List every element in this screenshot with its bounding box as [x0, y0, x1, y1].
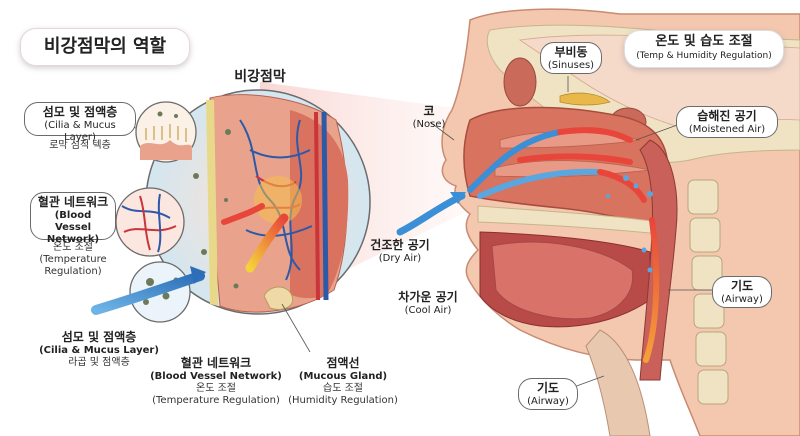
- trachea: [585, 329, 651, 436]
- airway-bottom-ko: 기도: [536, 381, 560, 395]
- mucous-gland-shape: [263, 286, 294, 310]
- cilia-detail-circle: [135, 101, 197, 163]
- blood-bottom-sub1: 온도 조절: [196, 383, 236, 394]
- mucous-gland-label: 점액선 (Mucous Gland) 습도 조절 (Humidity Regul…: [288, 356, 398, 407]
- droplets: [606, 175, 653, 273]
- blood-left-en1: (Blood Vessel: [54, 210, 92, 233]
- cool-air-arrowhead: [190, 266, 206, 284]
- temp-humidity-badge: 온도 및 습도 조절 (Temp & Humidity Regulation): [624, 30, 784, 68]
- nose-ko: 코: [423, 104, 435, 118]
- cilia-top-label: 섬모 및 점액층 (Cilia & Mucus Layer): [24, 102, 136, 143]
- warm-flow-2: [597, 169, 647, 203]
- nose-en: (Nose): [412, 119, 446, 130]
- blood-vessel-bottom-label: 혈관 네트워크 (Blood Vessel Network) 온도 조절 (Te…: [150, 356, 282, 407]
- airway-flow: [643, 217, 660, 363]
- cilia-top-sub-text: 로막 섬적 텍층: [49, 140, 111, 151]
- blood-bottom-ko: 혈관 네트워크: [180, 356, 252, 370]
- cilia-bottom-sub: 라곱 및 점액층: [68, 357, 130, 368]
- moistened-ko: 습해진 공기: [697, 109, 757, 123]
- cool-flow-2: [477, 168, 603, 199]
- dry-air-ko: 건조한 공기: [370, 238, 430, 252]
- cilia-bottom-ko: 섬모 및 점액층: [61, 330, 137, 344]
- mucous-gland-sub1: 습도 조절: [323, 383, 363, 394]
- cilia-top-sub: 로막 섬적 텍층: [24, 140, 136, 152]
- blood-left-sub: 온도 조절 (Temperature Regulation): [14, 242, 132, 278]
- blood-bottom-en: (Blood Vessel Network): [150, 371, 282, 382]
- deep-tissue: [290, 110, 349, 299]
- blood-left-ko: 혈관 네트워크: [37, 195, 109, 209]
- blood-bottom-sub2: (Temperature Regulation): [152, 395, 280, 406]
- head-section: [441, 8, 800, 436]
- sinus-yellow: [559, 92, 611, 106]
- spine: [687, 179, 729, 405]
- sinuses-ko: 부비동: [554, 45, 588, 59]
- cool-air-label: 차가운 공기 (Cool Air): [388, 290, 468, 317]
- warm-flow-3: [517, 153, 633, 165]
- turbinate-1: [499, 131, 641, 149]
- warm-glow: [254, 176, 302, 224]
- blood-left-sub2: (Temperature Regulation): [39, 254, 107, 277]
- mucous-gland-ko: 점액선: [326, 356, 360, 370]
- airway-bottom-label: 기도 (Airway): [518, 378, 578, 410]
- nose-label: 코 (Nose): [404, 104, 454, 131]
- airway-right-en: (Airway): [721, 294, 763, 305]
- mucous-gland-sub2: (Humidity Regulation): [288, 395, 398, 406]
- mucous-gland-en: (Mucous Gland): [298, 371, 388, 382]
- moistened-air-label: 습해진 공기 (Moistened Air): [676, 106, 778, 138]
- cool-air-en: (Cool Air): [404, 305, 452, 316]
- warm-arrow: [245, 213, 289, 273]
- airway-bottom-en: (Airway): [527, 396, 569, 407]
- temp-humidity-ko: 온도 및 습도 조절: [655, 34, 753, 49]
- cilia-layer: [206, 100, 218, 306]
- cilia-bottom-label: 섬모 및 점액층 (Cilia & Mucus Layer) 라곱 및 점액층: [34, 330, 164, 369]
- sinuses-en: (Sinuses): [547, 60, 595, 71]
- blood-left-en2: Network): [46, 234, 100, 245]
- heat-arrow: [221, 203, 265, 225]
- dry-air-label: 건조한 공기 (Dry Air): [360, 238, 440, 265]
- cilia-top-ko: 섬모 및 점액층: [42, 105, 118, 119]
- sinuses-label: 부비동 (Sinuses): [540, 42, 602, 74]
- airway-right-ko: 기도: [730, 279, 754, 293]
- airway-right-label: 기도 (Airway): [712, 276, 772, 308]
- magnified-mucosa: [145, 89, 371, 315]
- page-title: 비강점막의 역할: [20, 28, 190, 66]
- vessel-detail-circle: [115, 187, 185, 257]
- dry-air-en: (Dry Air): [378, 253, 422, 264]
- nasal-airflow: [467, 127, 660, 363]
- blood-vessel-left-label: 혈관 네트워크 (Blood Vessel Network): [30, 192, 116, 245]
- temp-humidity-en: (Temp & Humidity Regulation): [636, 51, 772, 61]
- moistened-en: (Moistened Air): [688, 124, 766, 135]
- tongue: [491, 241, 634, 320]
- cool-flow-1: [467, 129, 563, 193]
- blood-left-sub1: 온도 조절: [53, 242, 93, 253]
- cilia-bottom-en: (Cilia & Mucus Layer): [39, 345, 159, 356]
- frontal-sinus: [503, 57, 537, 107]
- cool-air-arrow: [91, 271, 205, 315]
- warm-flow-1: [557, 127, 633, 143]
- cool-air-ko: 차가운 공기: [398, 290, 458, 304]
- cilia-top-en: (Cilia & Mucus Layer): [44, 120, 116, 143]
- mucosa-label: 비강점막: [234, 69, 286, 85]
- incoming-air-arrowhead: [450, 192, 466, 204]
